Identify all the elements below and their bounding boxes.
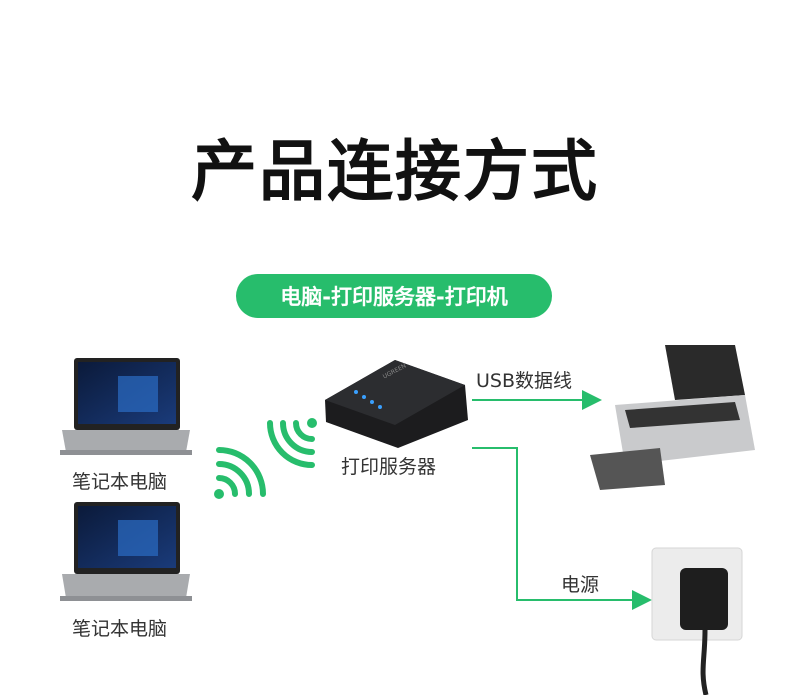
usb-label: USB数据线 bbox=[476, 370, 573, 392]
printer-icon bbox=[590, 345, 755, 490]
power-arrow bbox=[472, 447, 652, 610]
power-adapter-icon bbox=[651, 547, 743, 695]
laptop-icon bbox=[60, 502, 192, 601]
laptop-label: 笔记本电脑 bbox=[72, 471, 168, 493]
connection-pill: 电脑-打印服务器-打印机 bbox=[236, 274, 552, 318]
wifi-icon bbox=[267, 418, 317, 468]
wifi-icon bbox=[214, 447, 266, 499]
laptop-label: 笔记本电脑 bbox=[72, 618, 168, 640]
page-title: 产品连接方式 bbox=[191, 133, 599, 210]
print-server-icon bbox=[325, 360, 468, 448]
power-label: 电源 bbox=[561, 574, 600, 596]
print-server-label: 打印服务器 bbox=[341, 456, 437, 478]
laptop-icon bbox=[60, 358, 192, 455]
